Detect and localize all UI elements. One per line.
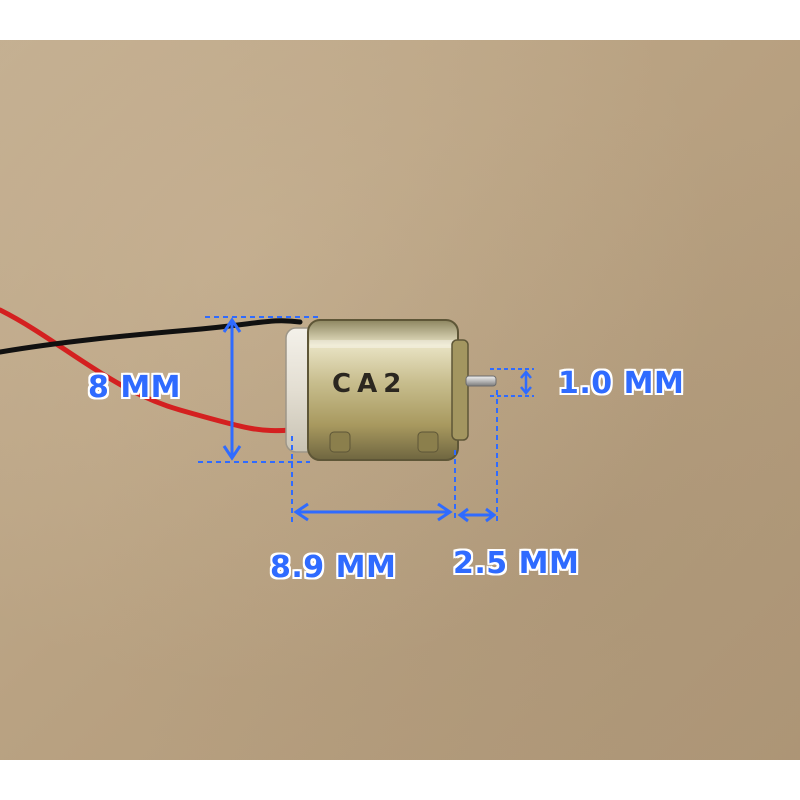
shaft-length-label: 2.5 MM — [453, 546, 580, 581]
height-dimension-label: 8 MM — [88, 370, 182, 405]
body-length-label: 8.9 MM — [270, 550, 397, 585]
motor-front-plate — [451, 339, 469, 441]
motor-shaft — [465, 375, 497, 387]
motor-marking: CA2 — [332, 369, 407, 399]
black-wire — [0, 318, 303, 355]
product-photo: CA2 — [0, 40, 800, 760]
red-wire — [0, 307, 295, 434]
dimension-lines — [198, 316, 534, 523]
shaft-diameter-label: 1.0 MM — [558, 366, 685, 401]
motor-illustration: CA2 — [0, 307, 534, 523]
